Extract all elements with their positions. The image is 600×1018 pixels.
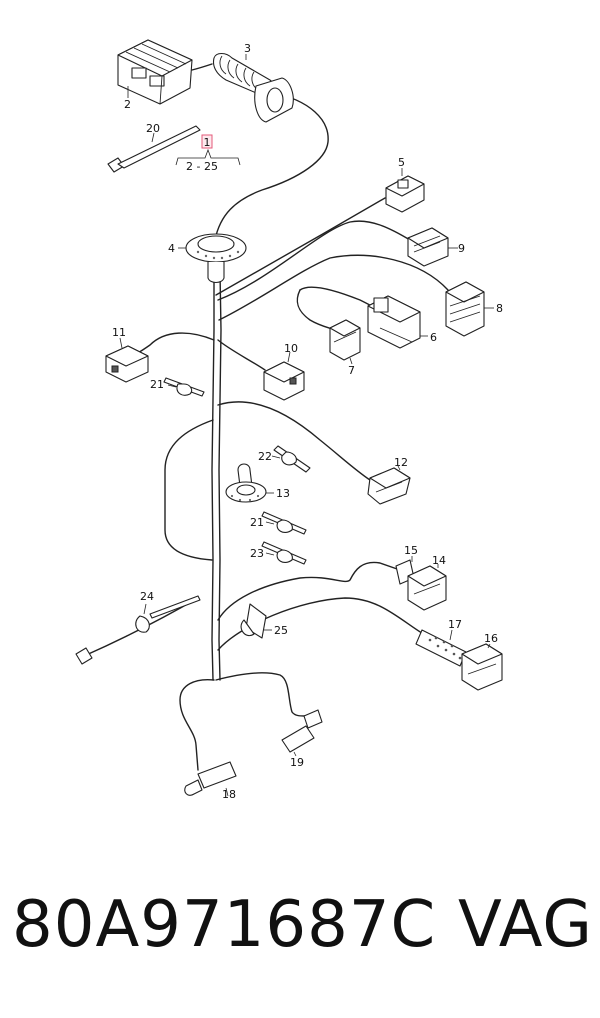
clip-21-upper xyxy=(163,377,205,397)
callout-labels: 1 2 - 25 2 3 4 5 6 7 8 9 10 11 12 13 14 … xyxy=(112,42,503,801)
callout-1-range: 2 - 25 xyxy=(186,160,218,173)
part-number: 80A971687C xyxy=(12,888,437,962)
assembly-bracket-1 xyxy=(175,134,241,166)
callout-22: 22 xyxy=(258,450,272,463)
harness-wires xyxy=(83,91,449,771)
cable-tie-24 xyxy=(75,595,201,665)
callout-3: 3 xyxy=(244,42,251,55)
sensor-18 xyxy=(184,761,237,797)
callout-1: 1 xyxy=(204,136,211,149)
callout-21-upper: 21 xyxy=(150,378,164,391)
callout-24: 24 xyxy=(140,590,154,603)
callout-20: 20 xyxy=(146,122,160,135)
callout-8: 8 xyxy=(496,302,503,315)
callout-6: 6 xyxy=(430,331,437,344)
callout-25: 25 xyxy=(274,624,288,637)
callout-19: 19 xyxy=(290,756,304,769)
connector-7 xyxy=(329,319,361,365)
callout-2: 2 xyxy=(124,98,131,111)
callout-13: 13 xyxy=(276,487,290,500)
grommet-3 xyxy=(212,52,294,123)
cable-tie-20 xyxy=(107,125,201,173)
callout-7: 7 xyxy=(348,364,355,377)
connector-2 xyxy=(117,39,213,105)
sensor-19 xyxy=(281,709,323,757)
grommet-13 xyxy=(225,463,274,503)
connector-8 xyxy=(445,281,494,337)
callout-23: 23 xyxy=(250,547,264,560)
connector-10 xyxy=(263,351,305,401)
callout-17: 17 xyxy=(448,618,462,631)
callout-10: 10 xyxy=(284,342,298,355)
connector-16 xyxy=(461,643,503,691)
grommet-4 xyxy=(178,233,247,284)
sleeve-17 xyxy=(415,629,467,667)
clip-25 xyxy=(240,603,272,639)
callout-15: 15 xyxy=(404,544,418,557)
connector-14 xyxy=(407,564,447,611)
callout-21-lower: 21 xyxy=(250,516,264,529)
footer-caption: 80A971687C VAG xyxy=(0,888,600,998)
callout-12: 12 xyxy=(394,456,408,469)
connector-6 xyxy=(367,295,428,349)
callout-5: 5 xyxy=(398,156,405,169)
callout-4: 4 xyxy=(168,242,175,255)
clip-23 xyxy=(261,541,307,565)
wiring-harness-diagram: 1 2 - 25 2 3 4 5 6 7 8 9 10 11 12 13 14 … xyxy=(75,39,503,801)
connector-12 xyxy=(367,465,411,505)
callout-9: 9 xyxy=(458,242,465,255)
clip-22 xyxy=(271,445,311,473)
connector-11 xyxy=(105,337,149,383)
callout-16: 16 xyxy=(484,632,498,645)
connector-5 xyxy=(385,168,425,213)
clip-21-lower xyxy=(261,511,307,535)
callout-11: 11 xyxy=(112,326,126,339)
connector-9 xyxy=(407,227,458,267)
brand-name: VAG xyxy=(458,888,593,962)
callout-18: 18 xyxy=(222,788,236,801)
callout-14: 14 xyxy=(432,554,446,567)
